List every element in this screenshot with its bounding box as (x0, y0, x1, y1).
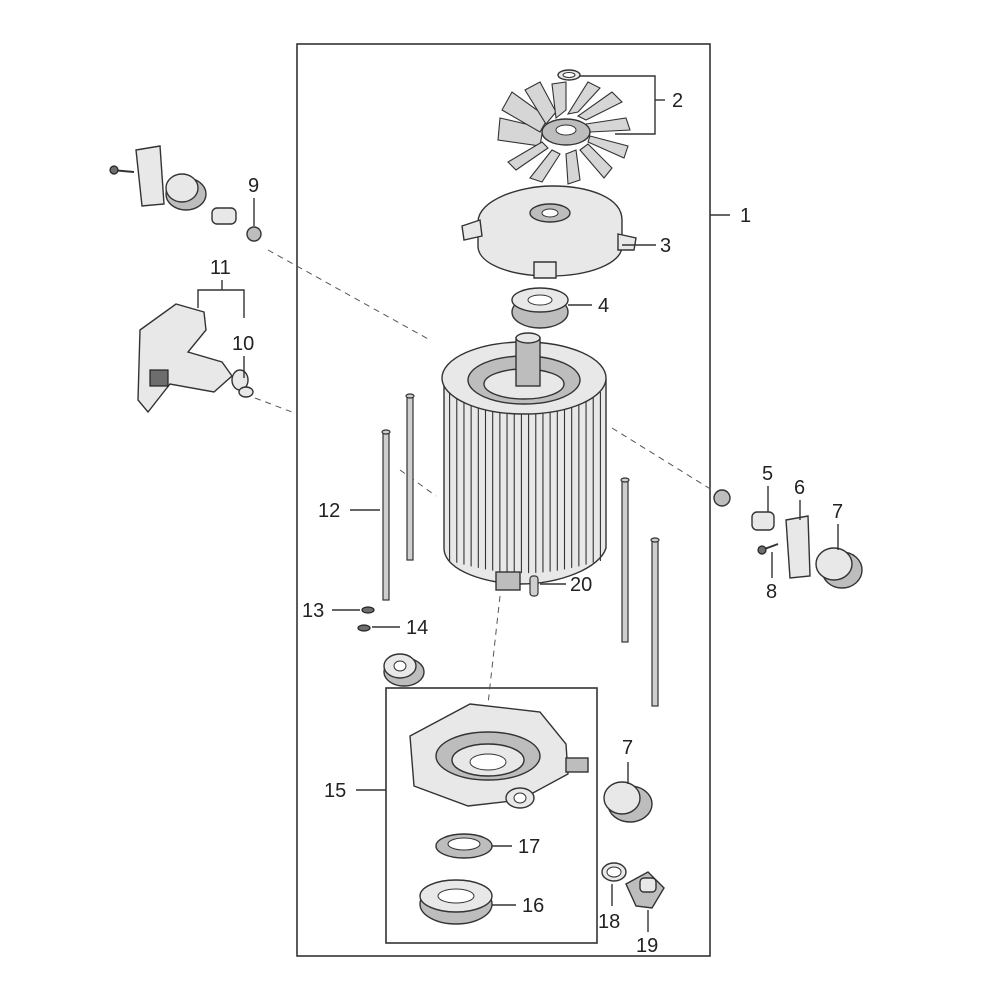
seal-part (435, 833, 493, 859)
callout-2: 2 (672, 90, 683, 112)
rubber-foot-lower (603, 781, 653, 823)
callout-19: 19 (636, 935, 658, 957)
bearing-part (511, 287, 569, 329)
key-pin-part (529, 575, 539, 597)
lower-bearing-part (419, 879, 493, 925)
callout-15: 15 (324, 780, 346, 802)
callout-14: 14 (406, 617, 428, 639)
motor-housing (441, 332, 607, 591)
oring-and-fitting (601, 862, 665, 909)
pump-housing-part (409, 703, 589, 809)
callout-7-right: 7 (832, 501, 843, 523)
callout-3: 3 (660, 235, 671, 257)
callout-1: 1 (740, 205, 751, 227)
callout-9: 9 (248, 175, 259, 197)
leader-lines (197, 75, 839, 932)
fan-part (497, 69, 631, 185)
rubber-foot-left (383, 653, 425, 687)
subassembly-frame (385, 687, 598, 944)
callout-16: 16 (522, 895, 544, 917)
callout-6: 6 (794, 477, 805, 499)
left-clamp-set (109, 145, 262, 414)
callout-18: 18 (598, 911, 620, 933)
tie-rods (381, 393, 660, 707)
callout-labels: 1 2 3 4 5 6 7 7 8 9 10 11 12 13 14 15 16… (210, 90, 843, 957)
callout-10: 10 (232, 333, 254, 355)
assembly-axes (254, 249, 713, 705)
end-cover-part (461, 185, 637, 279)
assembly-frame (296, 43, 711, 957)
callout-20: 20 (570, 574, 592, 596)
callout-8: 8 (766, 581, 777, 603)
callout-11: 11 (210, 257, 231, 279)
callout-7-lower: 7 (622, 737, 633, 759)
washers (357, 606, 375, 632)
callout-13: 13 (302, 600, 324, 622)
callout-4: 4 (598, 295, 609, 317)
callout-12: 12 (318, 500, 340, 522)
callout-17: 17 (518, 836, 540, 858)
right-clamp-set (713, 489, 863, 589)
callout-5: 5 (762, 463, 773, 485)
